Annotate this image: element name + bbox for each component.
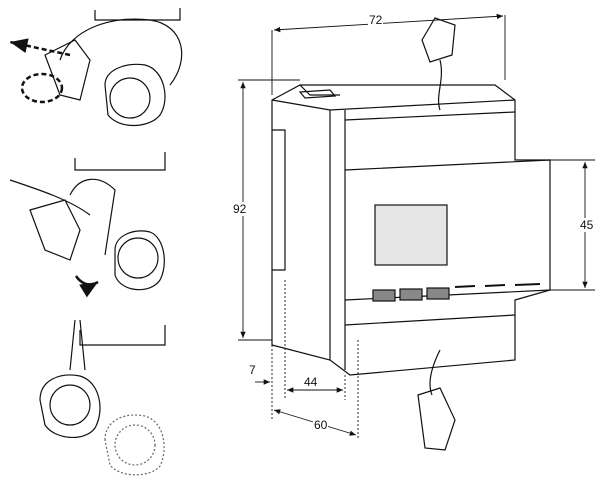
dimension-height-label: 92 <box>232 202 248 216</box>
button-3 <box>426 287 450 300</box>
dimension-depth-front-label: 44 <box>303 375 319 389</box>
seal-step-2-illustration <box>9 152 166 298</box>
meter-body <box>271 84 551 376</box>
seal-step-1-illustration <box>9 8 183 127</box>
seal-step-3-illustration <box>39 319 166 476</box>
dimension-front-height-label: 45 <box>579 218 595 232</box>
meter-seal-bottom <box>417 349 456 451</box>
dimension-width-label: 72 <box>368 13 384 27</box>
dimension-rail-offset-label: 7 <box>248 363 257 377</box>
lcd-display <box>374 204 448 266</box>
button-2 <box>399 288 423 301</box>
button-1 <box>372 289 396 302</box>
dimension-depth-total-label: 60 <box>313 418 329 432</box>
